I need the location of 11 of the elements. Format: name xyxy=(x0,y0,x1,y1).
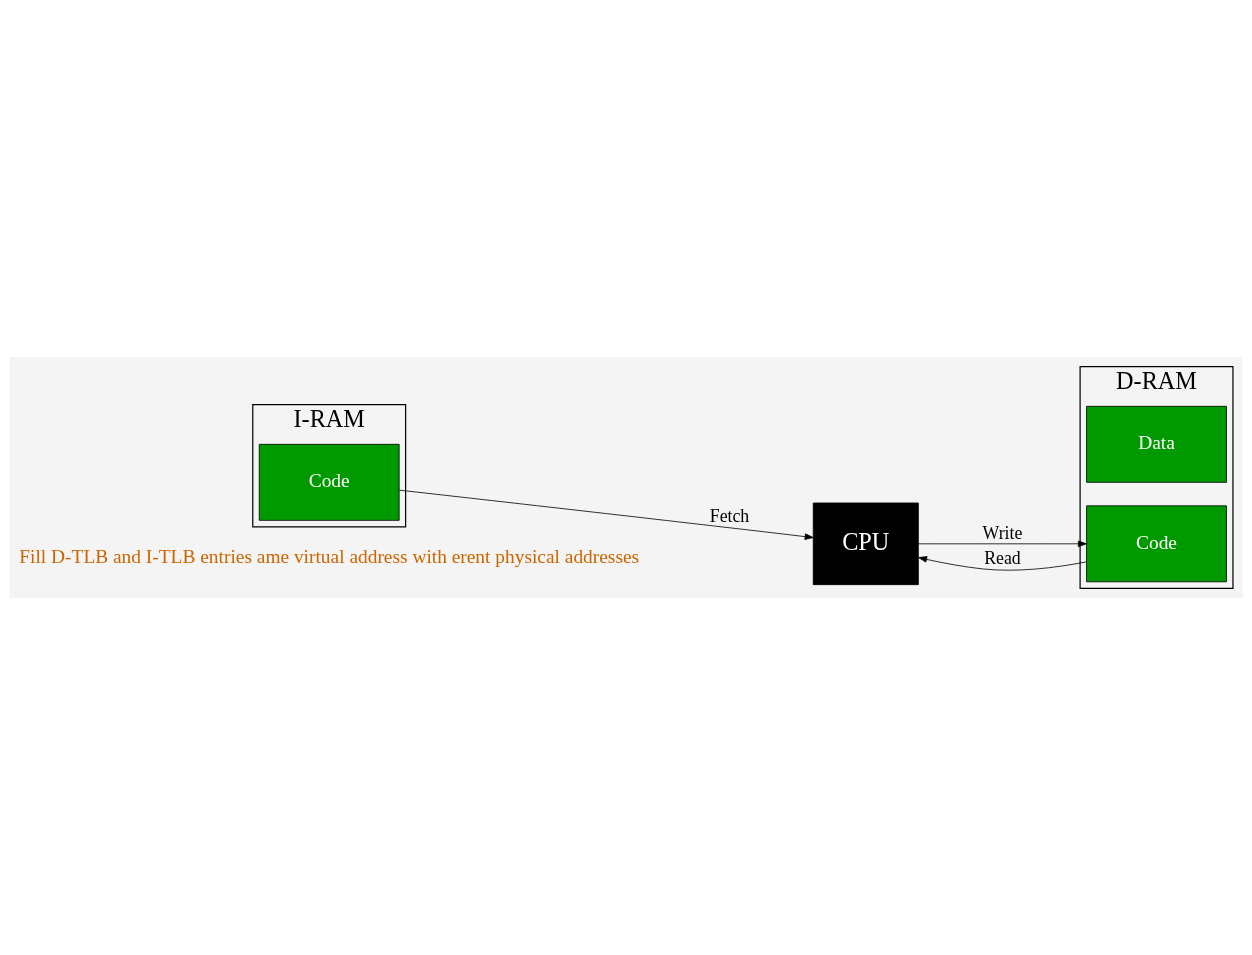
arrow xyxy=(918,540,1087,548)
node-box: CPU xyxy=(812,502,919,586)
arrow xyxy=(399,489,814,540)
edge-label: Read xyxy=(984,547,1021,568)
node-box: Code xyxy=(258,443,400,521)
edge-label: Fetch xyxy=(709,505,750,526)
label: Fill D-TLB and I-TLB entries ame virtual address with erent physical addresses xyxy=(19,546,640,568)
arrow xyxy=(918,556,1087,571)
node-box: Data xyxy=(1086,405,1227,483)
edge-label: Write xyxy=(982,522,1023,543)
node-box: Code xyxy=(1086,505,1227,583)
